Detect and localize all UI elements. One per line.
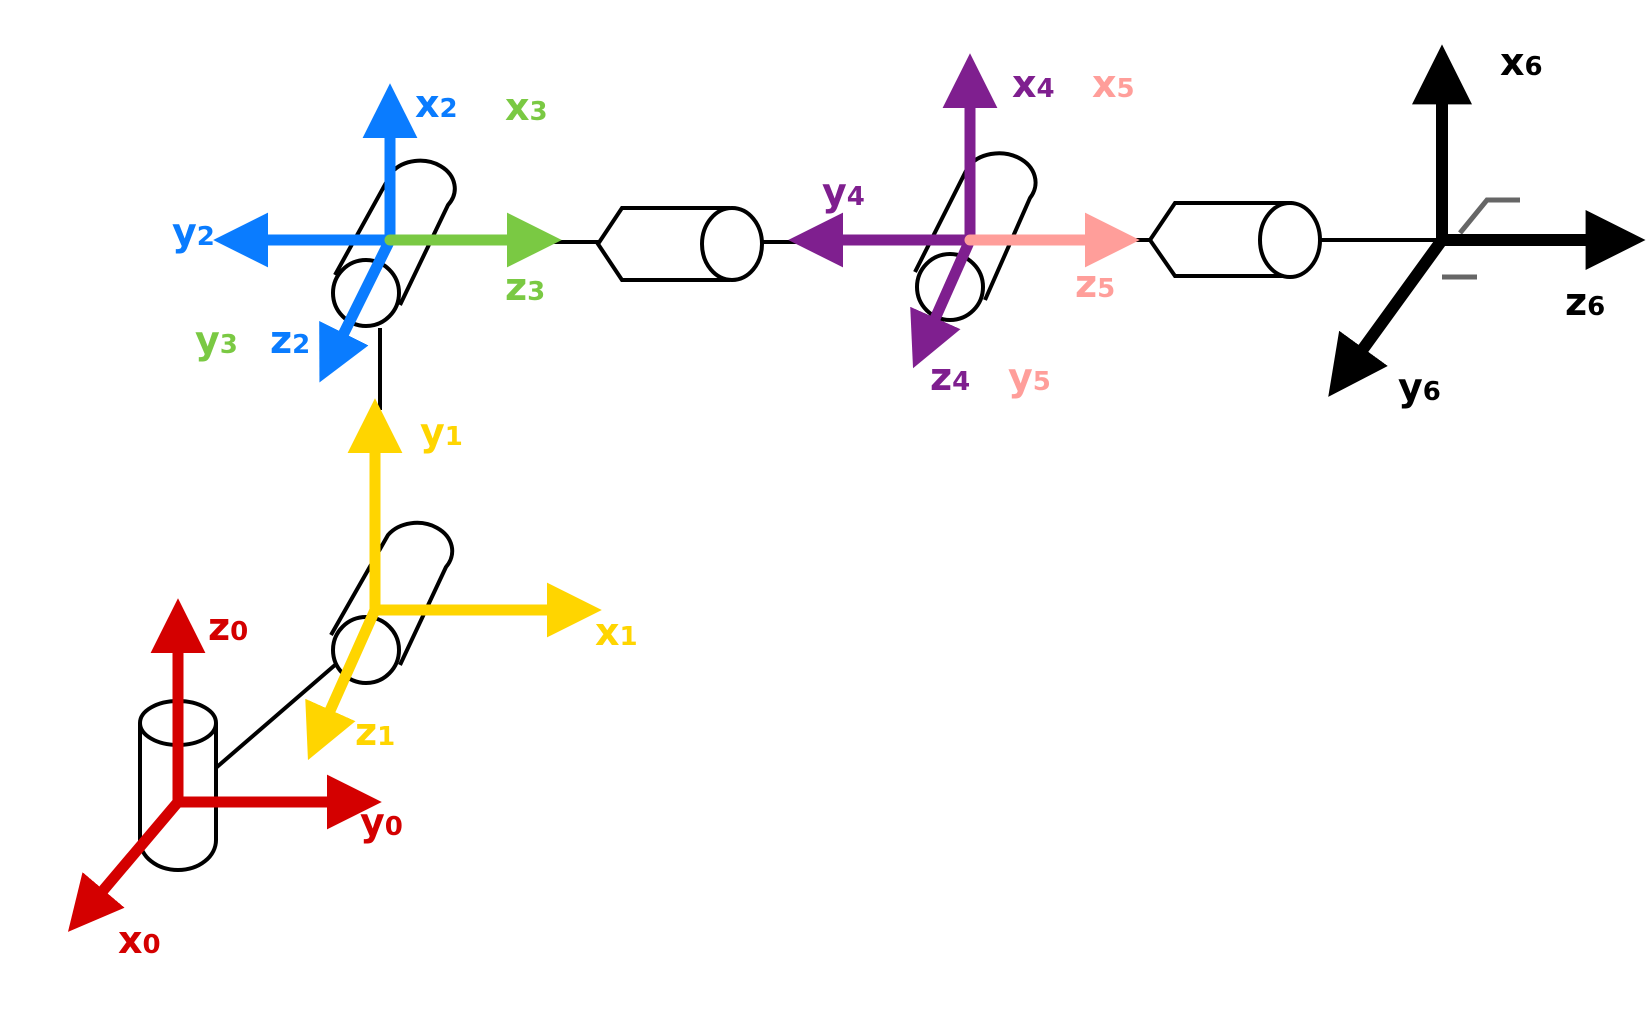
link-horizontal-cylinder-1 [595, 206, 764, 282]
label-z0: z0 [208, 605, 249, 649]
frame6-axes [1328, 44, 1646, 397]
label-z5: z5 [1075, 262, 1116, 306]
label-y1: y1 [420, 410, 463, 454]
gripper-icon [1442, 197, 1520, 280]
frame1-axes [305, 398, 602, 761]
label-z2: z2 [270, 318, 311, 362]
label-x5: x5 [1092, 62, 1135, 106]
link-horizontal-cylinder-2 [1147, 201, 1322, 279]
label-y0: y0 [360, 800, 403, 844]
frame6-y-axis [1328, 234, 1448, 397]
label-y3: y3 [195, 318, 238, 362]
label-z4: z4 [930, 355, 971, 399]
gripper-upper-jaw [1458, 197, 1520, 235]
frame4-z-axis [910, 234, 976, 369]
label-y4: y4 [822, 170, 865, 214]
label-x2: x2 [415, 82, 458, 126]
link-base-to-joint1 [208, 663, 337, 775]
label-x3: x3 [505, 85, 548, 129]
label-x0: x0 [118, 918, 161, 962]
link-lines [208, 238, 1440, 775]
frame2-z-axis [319, 234, 396, 383]
label-x4: x4 [1012, 62, 1055, 106]
frame0-x-axis [67, 796, 184, 932]
label-z1: z1 [355, 710, 396, 754]
label-z3: z3 [505, 265, 546, 309]
frame2-axes [213, 83, 418, 383]
frame1-z-axis [305, 604, 381, 761]
label-x6: x6 [1500, 40, 1543, 84]
label-y5: y5 [1008, 355, 1051, 399]
frame4-axes [788, 53, 998, 369]
label-z6: z6 [1565, 280, 1606, 324]
label-y6: y6 [1398, 365, 1441, 409]
label-y2: y2 [172, 210, 215, 254]
label-x1: x1 [595, 610, 638, 654]
frame0-axes [67, 598, 382, 932]
